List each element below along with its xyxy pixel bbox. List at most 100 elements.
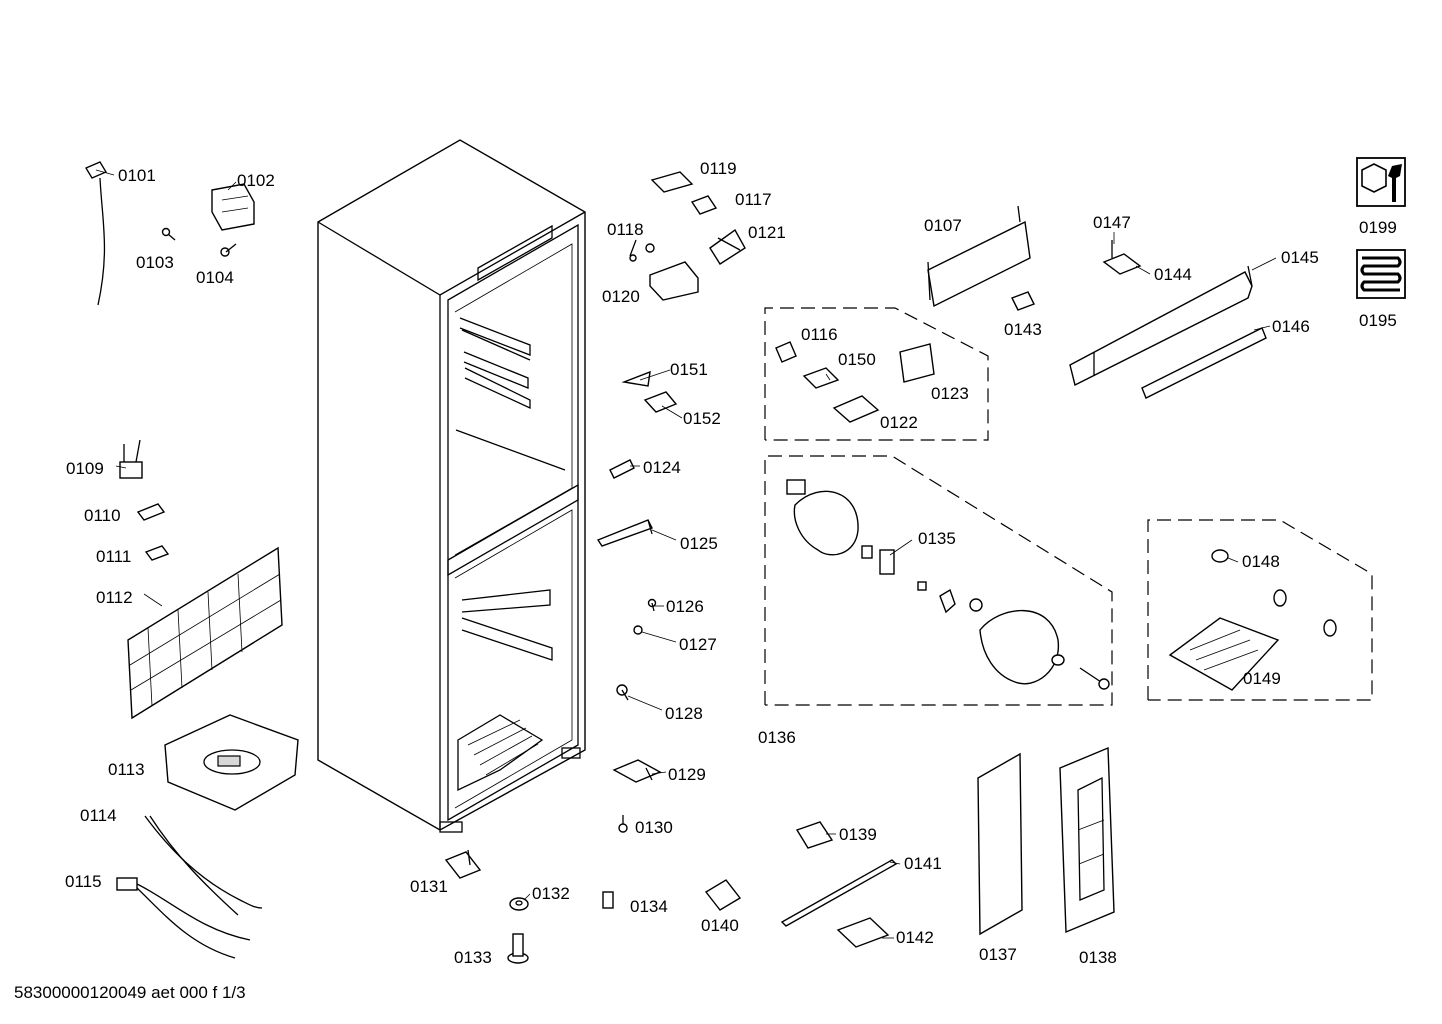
part-0132-washer <box>509 897 529 911</box>
label-0131: 0131 <box>410 877 448 896</box>
part-0120-foam-block <box>649 261 699 301</box>
label-0133: 0133 <box>454 948 492 967</box>
label-0102: 0102 <box>237 171 275 190</box>
part-0104-screw <box>220 243 237 257</box>
label-0138: 0138 <box>1079 948 1117 967</box>
label-0116: 0116 <box>801 325 838 344</box>
label-0103: 0103 <box>136 253 174 272</box>
label-0117: 0117 <box>735 190 772 209</box>
part-0145-housing <box>1069 265 1253 387</box>
part-0111-clip <box>144 545 170 561</box>
part-0107-panel <box>927 205 1031 308</box>
label-0112: 0112 <box>96 588 133 607</box>
part-0126-screw <box>647 598 657 612</box>
tool-kit-icon <box>1356 157 1406 207</box>
part-0130-pin <box>618 815 628 833</box>
drawing-id: 58300000120049 aet 000 f 1/3 <box>14 983 246 1002</box>
label-0128: 0128 <box>665 704 703 723</box>
part-0140-holder <box>704 879 742 911</box>
part-0114-cable <box>144 815 263 916</box>
part-0134-screw <box>602 891 614 909</box>
part-0117-holder <box>690 195 718 215</box>
part-0124-clip <box>609 459 635 479</box>
label-0139: 0139 <box>839 825 877 844</box>
part-0118-screw <box>629 239 655 262</box>
label-0150: 0150 <box>838 350 876 369</box>
part-0112-condenser-grille <box>127 546 283 720</box>
label-0146: 0146 <box>1272 317 1310 336</box>
label-0143: 0143 <box>1004 320 1042 339</box>
part-0143-connector <box>1011 291 1035 311</box>
label-0114: 0114 <box>80 806 117 825</box>
part-0119-cover <box>650 171 694 193</box>
label-0135: 0135 <box>918 529 956 548</box>
part-0102-bracket <box>211 183 255 231</box>
label-0129: 0129 <box>668 765 706 784</box>
part-0101-power-cord <box>85 161 107 306</box>
part-0133-foot <box>507 933 529 964</box>
label-0134: 0134 <box>630 897 668 916</box>
part-0129-hinge <box>612 759 662 783</box>
label-0136: 0136 <box>758 728 796 747</box>
part-0109-thermostat <box>119 439 143 479</box>
lamp-box <box>1147 519 1373 701</box>
label-0142: 0142 <box>896 928 934 947</box>
label-0121: 0121 <box>748 223 786 242</box>
part-0113-drip-tray <box>164 714 299 811</box>
label-0144: 0144 <box>1154 265 1192 284</box>
part-0146-cover-strip <box>1141 327 1267 399</box>
part-0121-bracket <box>709 228 746 265</box>
label-0127: 0127 <box>679 635 717 654</box>
label-0149: 0149 <box>1243 669 1281 688</box>
part-0144-switch <box>1102 240 1142 275</box>
label-0132: 0132 <box>532 884 570 903</box>
label-0151: 0151 <box>670 360 708 379</box>
label-0101: 0101 <box>118 166 156 185</box>
label-0113: 0113 <box>108 760 145 779</box>
label-0119: 0119 <box>700 159 737 178</box>
part-0128-pin <box>616 684 629 701</box>
part-0115-cable-harness <box>116 877 251 959</box>
label-0145: 0145 <box>1281 248 1319 267</box>
label-0122: 0122 <box>880 413 918 432</box>
label-0199: 0199 <box>1359 218 1397 237</box>
label-0152: 0152 <box>683 409 721 428</box>
label-0124: 0124 <box>643 458 681 477</box>
label-0137: 0137 <box>979 945 1017 964</box>
label-0123: 0123 <box>931 384 969 403</box>
heating-coil-icon <box>1356 249 1406 299</box>
label-0115: 0115 <box>65 872 102 891</box>
label-0118: 0118 <box>607 220 644 239</box>
label-0126: 0126 <box>666 597 704 616</box>
fan-assembly-box <box>764 455 1113 706</box>
label-0195: 0195 <box>1359 311 1397 330</box>
part-0103-screw <box>161 227 176 241</box>
fridge-cabinet <box>317 139 586 833</box>
part-0151-wedge <box>621 370 651 387</box>
label-0107: 0107 <box>924 216 962 235</box>
label-0111: 0111 <box>96 547 131 566</box>
label-0104: 0104 <box>196 268 234 287</box>
part-0131-hinge <box>444 849 482 879</box>
label-0120: 0120 <box>602 287 640 306</box>
part-0139-clip <box>795 821 834 849</box>
label-0110: 0110 <box>84 506 121 525</box>
label-0140: 0140 <box>701 916 739 935</box>
label-0141: 0141 <box>904 854 942 873</box>
part-0138-door-panel <box>1059 746 1115 934</box>
part-labels: 0101 0102 0103 0104 0107 0109 0110 0111 … <box>65 159 1397 967</box>
part-0142-block <box>836 917 890 948</box>
part-0137-panel <box>977 752 1023 936</box>
leader-lines <box>95 169 1277 939</box>
part-0125-rail <box>596 519 653 547</box>
label-0147: 0147 <box>1093 213 1131 232</box>
part-0110-clip <box>136 503 166 521</box>
part-0141-strip <box>780 859 898 927</box>
kit-box-upper <box>764 307 989 441</box>
label-0109: 0109 <box>66 459 104 478</box>
part-0127-washer <box>633 625 643 635</box>
part-0152-frame <box>643 391 678 413</box>
label-0148: 0148 <box>1242 552 1280 571</box>
